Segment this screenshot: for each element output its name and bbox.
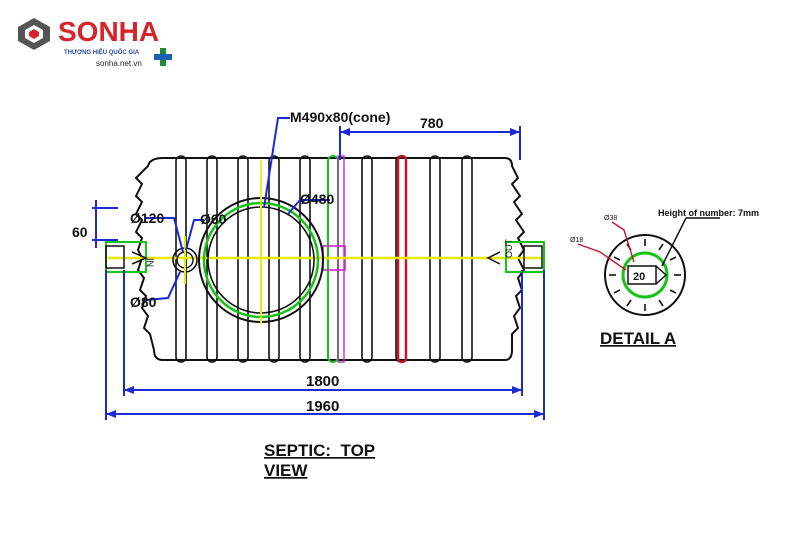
dim-480-label: Ø480 — [300, 191, 334, 207]
drawing-title-line2: VIEW — [264, 461, 308, 480]
dimension-arrows — [106, 128, 544, 418]
dim-1800-label: 1800 — [306, 373, 339, 390]
inlet-pipe — [105, 241, 148, 273]
national-brand-icon — [154, 48, 172, 66]
detail-arrow — [655, 265, 668, 285]
height-note-leader — [661, 217, 720, 267]
detail-outer-circle — [604, 234, 686, 316]
brand-website: sonha.net.vn — [96, 59, 142, 68]
dim-120-label: Ø120 — [130, 210, 164, 226]
brand-name: SONHA — [58, 16, 160, 47]
drawing-title-line1: SEPTIC: TOP — [264, 441, 375, 460]
sonha-logo: SONHA THƯƠNG HIỆU QUỐC GIA sonha.net.vn — [14, 14, 184, 74]
dim-1960-label: 1960 — [306, 398, 339, 415]
tag2-leader — [577, 243, 627, 271]
sonha-logo-icon — [18, 18, 50, 50]
dim-60-hole-label: Ø60 — [200, 211, 227, 227]
tank-body — [134, 157, 526, 361]
detail-center-box — [627, 265, 657, 285]
detail-a: 20 Ø38 Ø18 Height of number: 7mm DETAIL … — [570, 208, 759, 348]
dim-780-label: 780 — [420, 115, 444, 131]
dim-60-label: 60 — [72, 224, 88, 240]
outlet-mark: OUT — [504, 239, 514, 259]
dimension-lines — [92, 117, 545, 420]
outlet-pipe — [486, 241, 545, 273]
dim-80-label: Ø80 — [130, 294, 157, 310]
detail-label: DETAIL A — [600, 329, 676, 348]
tag1-leader — [611, 221, 635, 263]
cone-label: M490x80(cone) — [290, 109, 390, 125]
inlet-mark: IN — [145, 258, 155, 267]
detail-center-text: 20 — [633, 271, 645, 283]
detail-tag2: Ø18 — [570, 237, 583, 244]
brand-tagline: THƯƠNG HIỆU QUỐC GIA — [64, 50, 140, 56]
detail-height-note: Height of number: 7mm — [658, 208, 759, 218]
detail-tag1: Ø38 — [604, 215, 617, 222]
